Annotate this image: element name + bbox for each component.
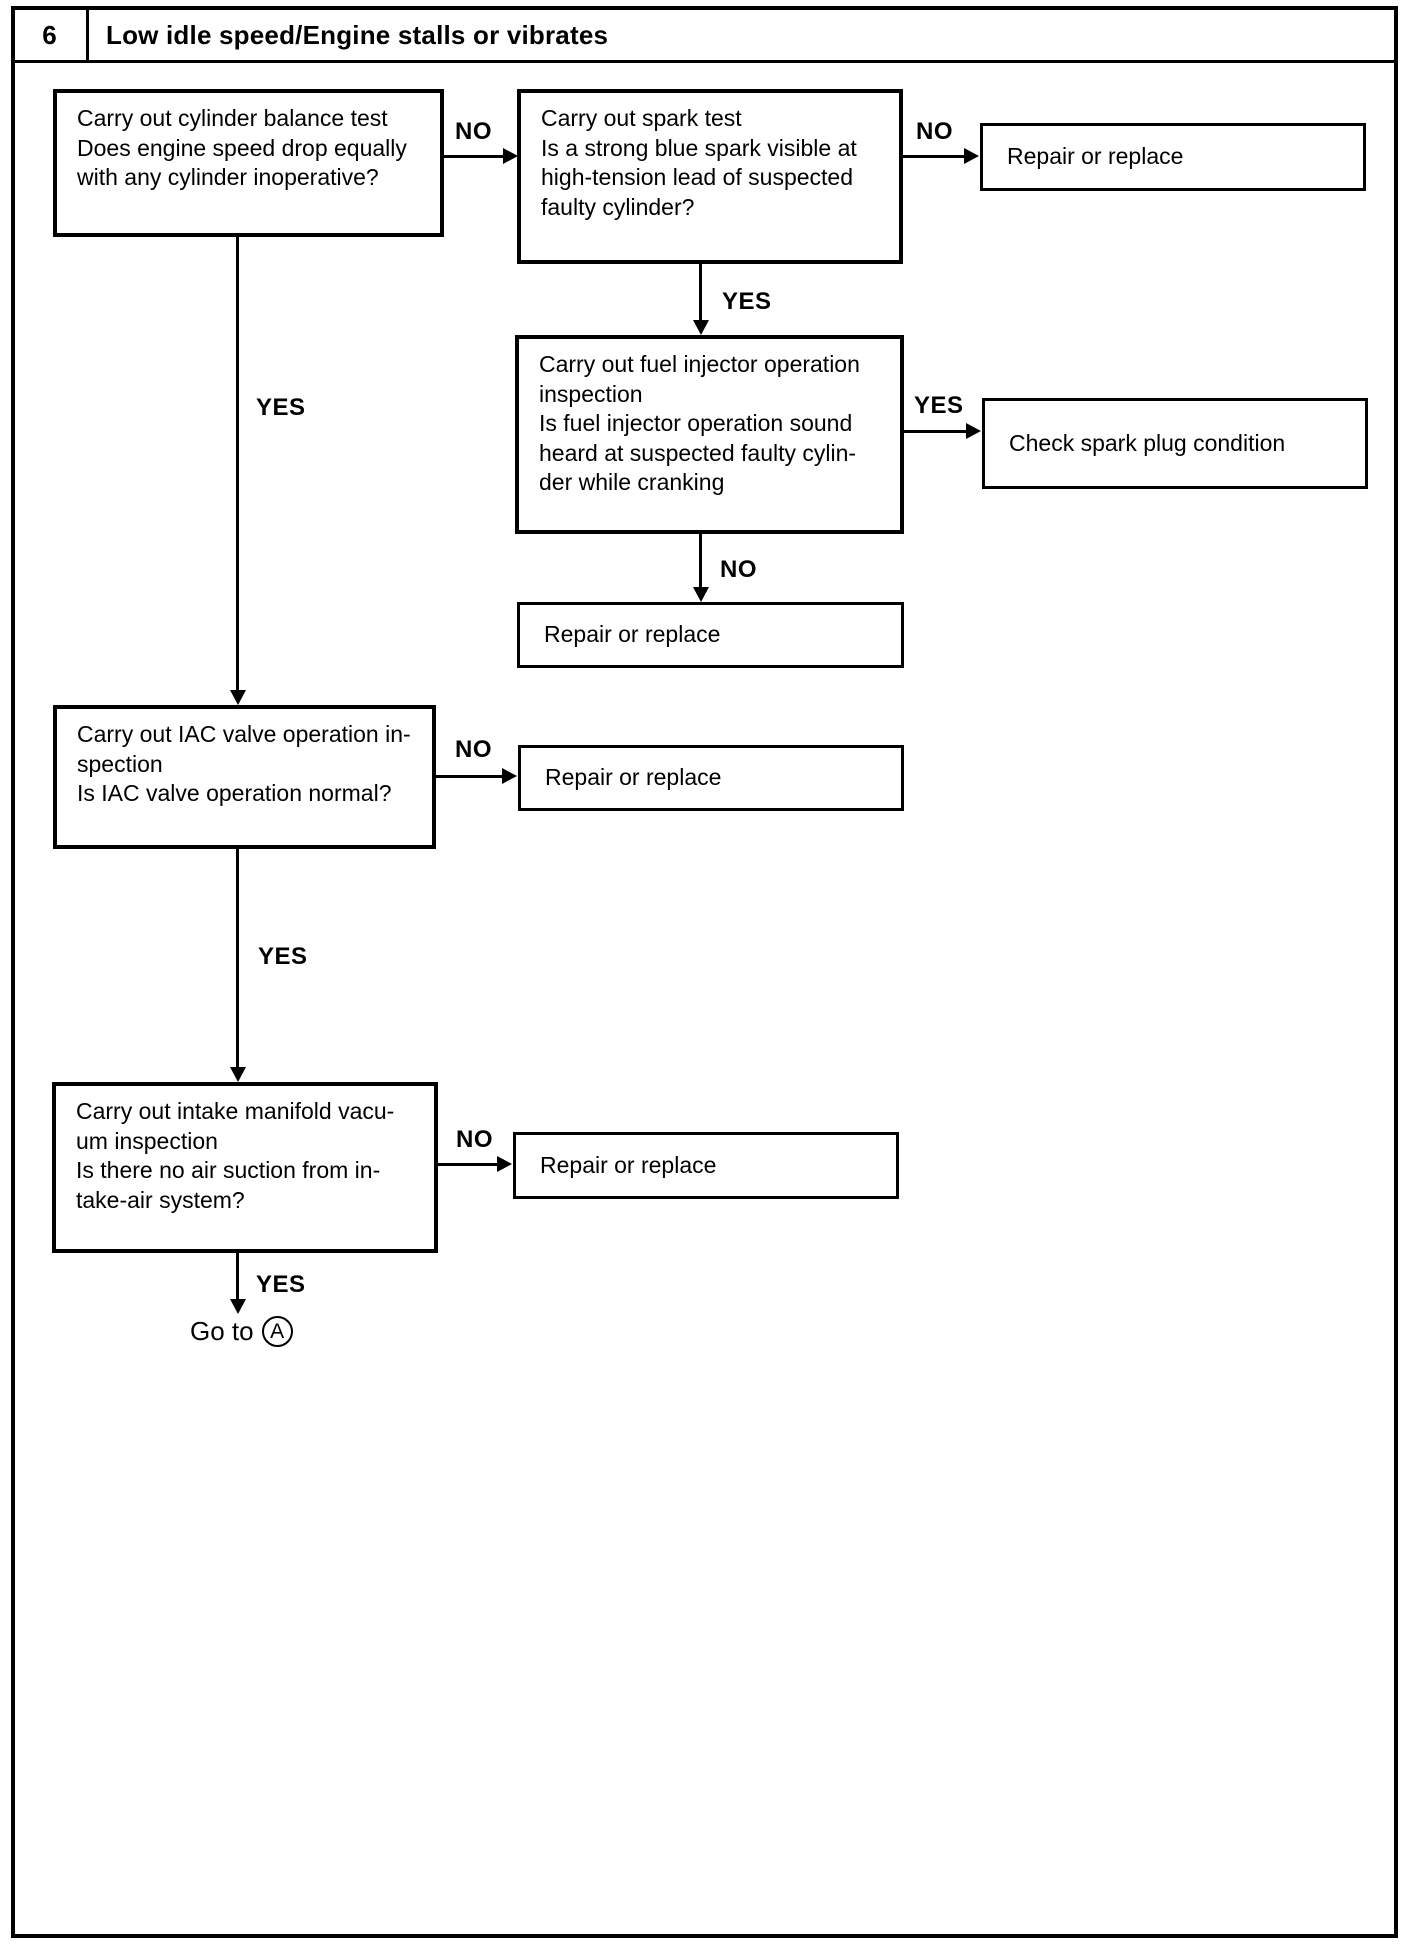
node-iac-valve-inspection: Carry out IAC valve operation in- specti… [53,705,436,849]
goto-statement: Go to A [190,1316,293,1347]
connector-intake-to-goto [236,1252,239,1301]
label-yes-iac: YES [258,943,308,970]
connector-injector-to-plug [903,430,968,433]
arrowhead-spark-to-injector [693,320,709,335]
node-intake-manifold-vacuum-inspection: Carry out intake manifold vacu- um inspe… [52,1082,438,1253]
node-repair-or-replace-intake: Repair or replace [513,1132,899,1199]
label-no-spark: NO [916,118,953,145]
arrowhead-iac-to-intake [230,1067,246,1082]
arrowhead-iac-to-repair [502,768,517,784]
node-check-spark-plug-condition: Check spark plug condition [982,398,1368,489]
label-no-injector: NO [720,556,757,583]
label-yes-spark: YES [722,288,772,315]
goto-target-letter: A [270,1319,285,1343]
node-repair-or-replace-iac: Repair or replace [518,745,904,811]
connector-intake-to-repair [437,1163,499,1166]
connector-iac-to-repair [435,775,504,778]
node-cylinder-balance-test: Carry out cylinder balance test Does eng… [53,89,444,237]
connector-iac-to-intake [236,848,239,1069]
node-fuel-injector-inspection: Carry out fuel injector operation inspec… [515,335,904,534]
label-no-balance: NO [455,118,492,145]
node-spark-test: Carry out spark test Is a strong blue sp… [517,89,903,264]
connector-spark-to-repair [902,155,966,158]
connector-spark-to-injector [699,263,702,322]
label-no-intake: NO [456,1126,493,1153]
page-title: Low idle speed/Engine stalls or vibrates [106,20,609,50]
arrowhead-injector-to-repair [693,587,709,602]
node-repair-or-replace-spark: Repair or replace [980,123,1366,191]
arrowhead-intake-to-repair [497,1156,512,1172]
arrowhead-intake-to-goto [230,1299,246,1314]
arrowhead-balance-to-spark [503,148,518,164]
goto-target-circle-a: A [261,1316,293,1347]
label-no-iac: NO [455,736,492,763]
arrowhead-spark-to-repair [964,148,979,164]
page-border [11,6,1398,1938]
label-yes-injector: YES [914,392,964,419]
connector-injector-to-repair [699,533,702,589]
node-repair-or-replace-injector: Repair or replace [517,602,904,668]
goto-text: Go to [190,1316,254,1346]
connector-balance-to-iac [236,237,239,691]
arrowhead-balance-to-iac [230,690,246,705]
label-yes-balance: YES [256,394,306,421]
connector-balance-to-spark [443,155,505,158]
header-divider-horizontal [13,60,1398,63]
header-divider-vertical [86,8,89,62]
arrowhead-injector-to-plug [966,423,981,439]
section-number: 6 [42,20,57,50]
label-yes-intake: YES [256,1271,306,1298]
